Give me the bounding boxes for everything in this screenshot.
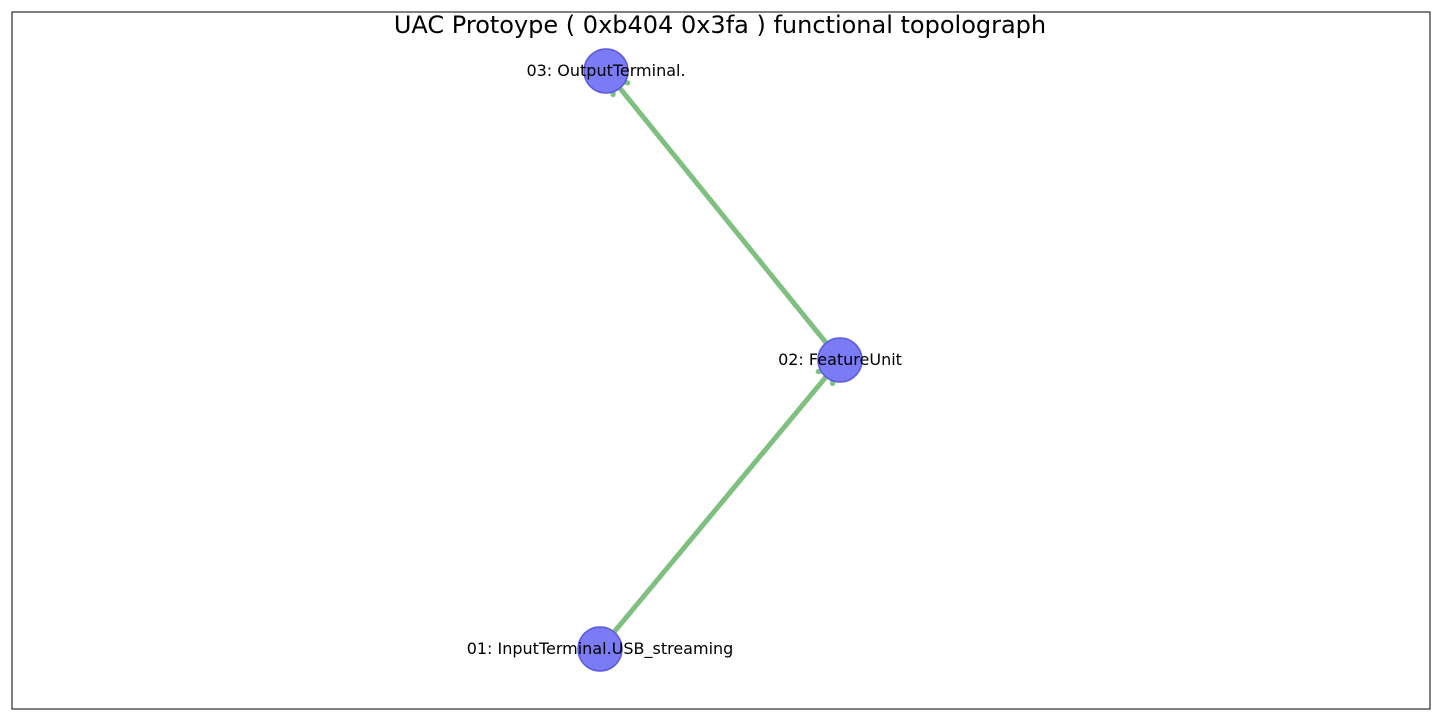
graph-title: UAC Protoype ( 0xb404 0x3fa ) functional… — [394, 11, 1046, 39]
node-02 — [817, 337, 863, 383]
edge-02-03 — [609, 76, 843, 363]
node-label-03: 03: OutputTerminal. — [526, 61, 685, 80]
node-label-02: 02: FeatureUnit — [778, 350, 902, 369]
node-label-01: 01: InputTerminal.USB_streaming — [467, 639, 734, 659]
plot-frame — [11, 11, 1431, 710]
labels-layer: 01: InputTerminal.USB_streaming 02: Featu… — [467, 61, 902, 659]
nodes-layer — [577, 48, 863, 672]
edge-01-02 — [597, 365, 837, 652]
node-03 — [583, 48, 629, 94]
node-01 — [577, 626, 623, 672]
